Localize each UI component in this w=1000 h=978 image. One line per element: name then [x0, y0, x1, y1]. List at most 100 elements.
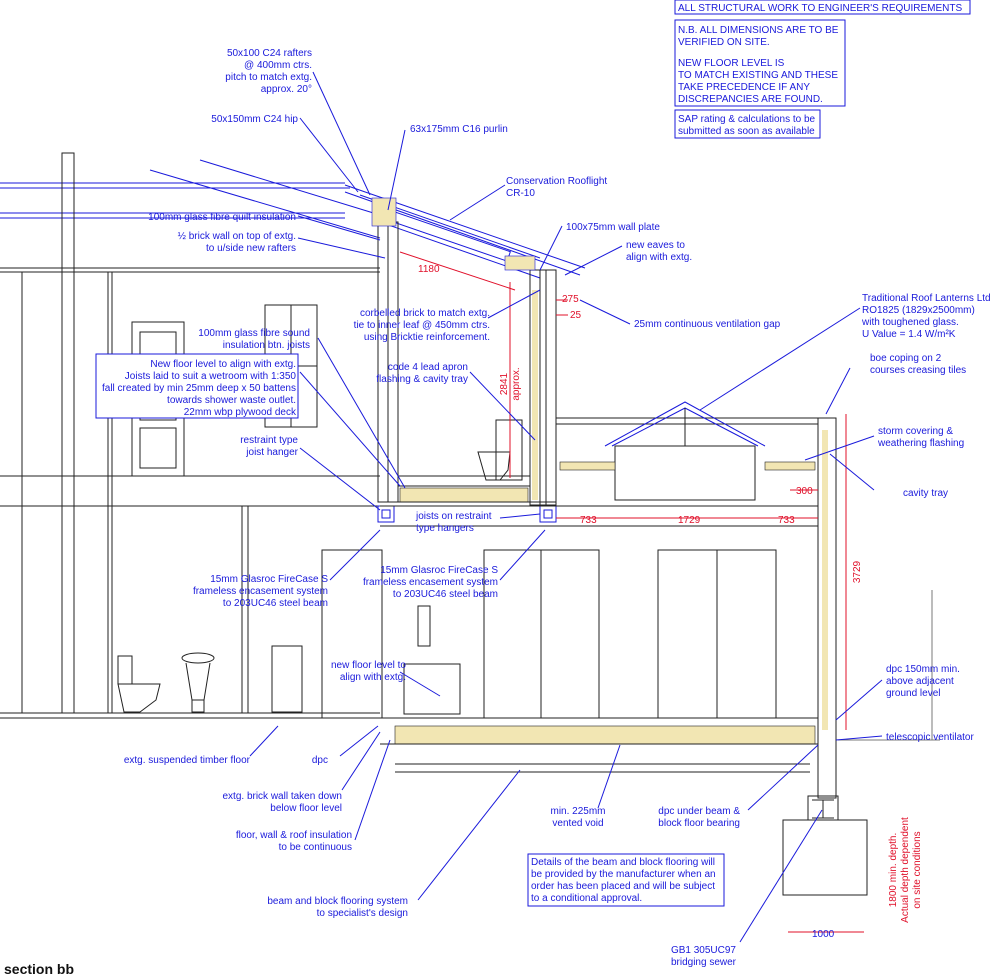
note-void-2: vented void	[552, 818, 603, 829]
note-dpc-beam-1: dpc under beam &	[658, 806, 740, 817]
note-firecase-m-3: to 203UC46 steel beam	[393, 589, 498, 600]
note-continuous-2: to be continuous	[279, 842, 352, 853]
dim-1000: 1000	[812, 929, 835, 940]
note-continuous-1: floor, wall & roof insulation	[236, 830, 352, 841]
note-sound-2: insulation btn. joists	[223, 340, 310, 351]
note-system-1: beam and block flooring system	[267, 896, 408, 907]
note-eaves-1: new eaves to	[626, 240, 685, 251]
note-brick-wall-2: to u/side new rafters	[206, 243, 296, 254]
note-lanterns-1: Traditional Roof Lanterns Ltd	[862, 293, 991, 304]
note-firecase-l-2: frameless encasement system	[193, 586, 328, 597]
note-rooflight-1: Conservation Rooflight	[506, 176, 607, 187]
note-dpc-min-3: ground level	[886, 688, 940, 699]
dim-733a: 733	[580, 515, 597, 526]
note-dpc-beam-2: block floor bearing	[658, 818, 740, 829]
note-rooflight-2: CR-10	[506, 188, 535, 199]
note-restraint-2: joist hanger	[245, 447, 298, 458]
existing-house	[0, 152, 395, 719]
note-joists-2: type hangers	[416, 523, 474, 534]
note-eaves-2: align with extg.	[626, 252, 692, 263]
note-floor-3: fall created by min 25mm deep x 50 batte…	[102, 383, 296, 394]
note-wall-plate: 100x75mm wall plate	[566, 222, 660, 233]
note-gb1-1: GB1 305UC97	[671, 945, 736, 956]
note-depth-2: Actual depth dependent	[900, 817, 911, 923]
note-floor-level-3: TAKE PRECEDENCE IF ANY	[678, 82, 810, 93]
note-box-sap	[674, 109, 821, 139]
note-rafters-2: @ 400mm ctrs.	[244, 60, 312, 71]
note-structural: ALL STRUCTURAL WORK TO ENGINEER'S REQUIR…	[678, 3, 963, 14]
note-details-3: order has been placed and will be subjec…	[531, 881, 715, 892]
dim-2841: 2841	[499, 372, 510, 395]
note-joists-1: joists on restraint	[415, 511, 492, 522]
note-box-structural	[674, 0, 971, 15]
note-firecase-l-3: to 203UC46 steel beam	[223, 598, 328, 609]
note-depth-1: 1800 min. depth.	[888, 833, 899, 908]
note-floor-5: 22mm wbp plywood deck	[184, 407, 297, 418]
note-storm-2: weathering flashing	[877, 438, 964, 449]
ground-extension	[321, 401, 940, 896]
note-cavity-tray: cavity tray	[903, 488, 948, 499]
note-lanterns-4: U Value = 1.4 W/m²K	[862, 329, 956, 340]
note-gb1-2: bridging sewer	[671, 957, 737, 968]
note-rafters-3: pitch to match extg.	[225, 72, 312, 83]
note-storm-1: storm covering &	[878, 426, 953, 437]
dim-1729: 1729	[678, 515, 701, 526]
note-purlin: 63x175mm C16 purlin	[410, 124, 508, 135]
note-quilt: 100mm glass fibre quilt insulation	[148, 212, 296, 223]
note-floor-1: New floor level to align with extg.	[150, 359, 296, 370]
dim-25: 25	[570, 310, 582, 321]
note-floor-4: towards shower waste outlet.	[167, 395, 296, 406]
note-lanterns-2: RO1825 (1829x2500mm)	[862, 305, 975, 316]
dim-300: 300	[796, 486, 813, 497]
new-roof	[344, 184, 586, 523]
note-floor-2: Joists laid to suit a wetroom with 1:350	[125, 371, 297, 382]
note-system-2: to specialist's design	[317, 908, 408, 919]
note-new-floor-2: align with extg.	[340, 672, 406, 683]
note-firecase-m-2: frameless encasement system	[363, 577, 498, 588]
drawing-title: section bb	[4, 961, 74, 977]
note-corbelled-2: tie to inner leaf @ 450mm ctrs.	[354, 320, 490, 331]
note-dpc-min-1: dpc 150mm min.	[886, 664, 960, 675]
note-dimensions-2: VERIFIED ON SITE.	[678, 37, 770, 48]
note-corbelled-3: using Bricktie reinforcement.	[364, 332, 490, 343]
note-restraint-1: restraint type	[240, 435, 298, 446]
dim-1180: 1180	[418, 264, 440, 275]
note-dpc: dpc	[312, 755, 328, 766]
note-new-floor-1: new floor level to	[331, 660, 406, 671]
note-box-beam-block	[527, 853, 725, 907]
note-dpc-min-2: above adjacent	[886, 676, 954, 687]
note-depth-3: on site conditions	[912, 831, 923, 908]
note-brick-down-2: below floor level	[270, 803, 342, 814]
note-brick-down-1: extg. brick wall taken down	[222, 791, 342, 802]
note-boe-2: courses creasing tiles	[870, 365, 966, 376]
note-corbelled-1: corbelled brick to match extg.	[360, 308, 490, 319]
note-hip: 50x150mm C24 hip	[211, 114, 298, 125]
note-lead-1: code 4 lead apron	[388, 362, 468, 373]
note-sap-2: submitted as soon as available	[678, 126, 815, 137]
note-vent-gap: 25mm continuous ventilation gap	[634, 319, 781, 330]
note-rafters-1: 50x100 C24 rafters	[227, 48, 312, 59]
dim-733b: 733	[778, 515, 795, 526]
note-lead-2: flashing & cavity tray	[376, 374, 468, 385]
note-void-1: min. 225mm	[550, 806, 605, 817]
note-lanterns-3: with toughened glass.	[861, 317, 959, 328]
dim-approx: approx.	[511, 367, 522, 400]
note-brick-wall-1: ½ brick wall on top of extg.	[178, 231, 296, 242]
note-dimensions-1: N.B. ALL DIMENSIONS ARE TO BE	[678, 25, 839, 36]
note-floor-level-1: NEW FLOOR LEVEL IS	[678, 58, 785, 69]
dim-275: 275	[562, 294, 579, 305]
note-details-2: be provided by the manufacturer when an	[531, 869, 716, 880]
note-telescopic: telescopic ventilator	[886, 732, 974, 743]
note-sap-1: SAP rating & calculations to be	[678, 114, 816, 125]
note-firecase-l-1: 15mm Glasroc FireCase S	[210, 574, 328, 585]
note-boe-1: boe coping on 2	[870, 353, 942, 364]
note-rafters-4: approx. 20°	[261, 84, 312, 95]
note-details-1: Details of the beam and block flooring w…	[531, 857, 715, 868]
note-box-floor-level	[674, 19, 846, 107]
note-floor-level-2: TO MATCH EXISTING AND THESE	[678, 70, 838, 81]
note-sound-1: 100mm glass fibre sound	[198, 328, 310, 339]
note-firecase-m-1: 15mm Glasroc FireCase S	[380, 565, 498, 576]
note-details-4: to a conditional approval.	[531, 893, 642, 904]
